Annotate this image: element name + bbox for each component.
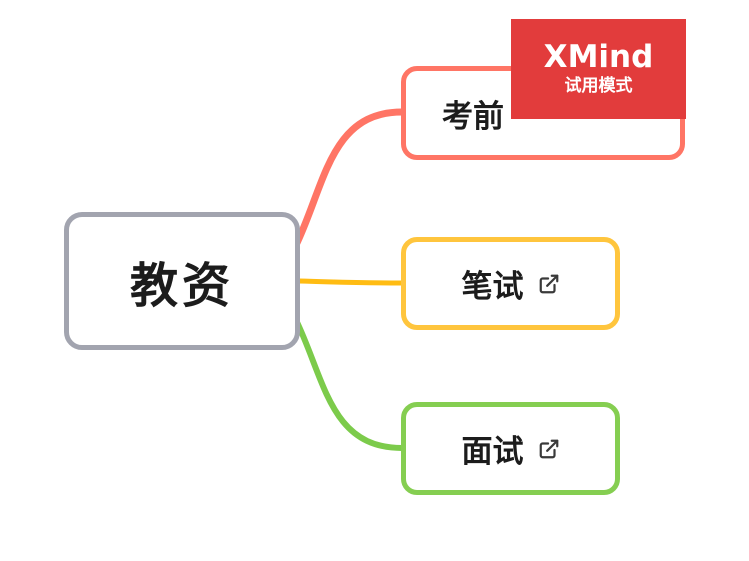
branch-topic-mianshi[interactable]: 面试 [401, 402, 620, 495]
branch-topic-bishi[interactable]: 笔试 [401, 237, 620, 330]
root-topic-label: 教资 [129, 258, 234, 314]
connector-top-branch [292, 108, 406, 249]
branch-topic-label: 笔试 [461, 269, 524, 305]
connector-bottom-branch [293, 317, 405, 451]
root-topic[interactable]: 教资 [64, 212, 300, 350]
external-link-icon[interactable] [538, 273, 560, 295]
external-link-icon[interactable] [538, 438, 560, 460]
branch-topic-label: 面试 [461, 434, 524, 470]
branch-topic-label: 考前 [442, 98, 504, 135]
trial-mode-label: 试用模式 [564, 75, 633, 96]
xmind-logo-text: XMind [543, 38, 654, 75]
connector-middle-branch [296, 278, 405, 286]
trial-watermark: XMind 试用模式 [511, 19, 686, 119]
